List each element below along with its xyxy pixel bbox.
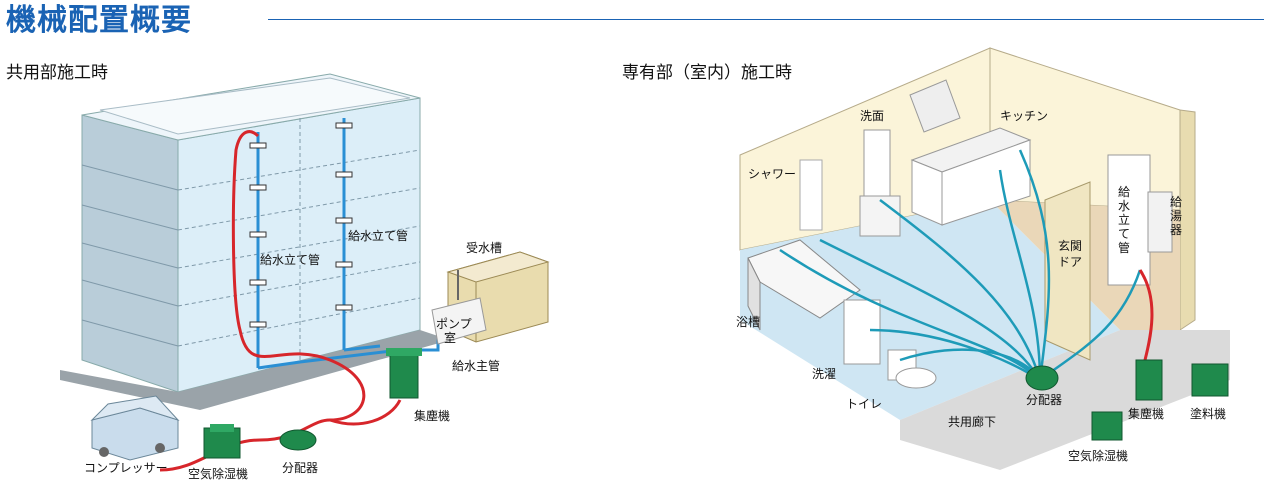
red-hose-collector: [329, 399, 402, 426]
shower-wall: [799, 159, 823, 231]
label-toilet: トイレ: [846, 397, 882, 411]
left-illustration: 給水立て管 給水立て管 受水槽 ポンプ 室 給水主管 集塵機 コンプレッサー 空…: [60, 73, 550, 481]
label-riser-right: 給水立て管: [348, 228, 408, 243]
label-riser-3: 立: [1118, 212, 1130, 227]
label-shower: シャワー: [748, 167, 796, 181]
washing-machine: [843, 299, 881, 365]
red-hose-right: [1138, 269, 1154, 361]
label-compressor: コンプレッサー: [84, 461, 168, 475]
entrance-door: [1044, 181, 1091, 361]
pump-room: [431, 297, 487, 345]
label-riser-5: 管: [1118, 240, 1130, 255]
distributor: [279, 429, 317, 451]
label-dust-collector: 集塵機: [414, 408, 450, 423]
label-main-pipe: 給水主管: [452, 358, 500, 373]
label-pump-room-2: 室: [444, 330, 456, 345]
paint-machine: [1191, 363, 1229, 397]
range-hood: [909, 79, 961, 133]
label-pump-room-1: ポンプ: [436, 317, 472, 331]
label-kitchen: キッチン: [1000, 109, 1048, 123]
bathtub: [747, 239, 861, 331]
label-corridor: 共用廊下: [948, 414, 996, 429]
label-entrance-1: 玄関: [1058, 238, 1082, 253]
label-riser-2: 水: [1118, 199, 1130, 213]
label-laundry: 洗濯: [812, 367, 836, 381]
label-dehumidifier-right: 空気除湿機: [1068, 448, 1128, 463]
label-entrance-2: ドア: [1058, 255, 1082, 269]
riser-valves: [249, 122, 353, 328]
dust-collector: [386, 348, 422, 399]
label-dust-collector-right: 集塵機: [1128, 406, 1164, 421]
label-riser-left: 給水立て管: [260, 252, 320, 267]
label-distributor-right: 分配器: [1026, 393, 1062, 407]
label-distributor: 分配器: [282, 461, 318, 475]
distributor-right: [1025, 365, 1059, 391]
right-section-heading: 専有部（室内）施工時: [622, 63, 792, 83]
dust-collector-right: [1135, 359, 1163, 401]
left-section-heading: 共用部施工時: [6, 63, 108, 83]
title-rule: [268, 19, 1264, 20]
label-washbasin: 洗面: [860, 109, 884, 123]
label-water-heater-3: 器: [1170, 223, 1182, 237]
washbasin: [859, 129, 901, 237]
dehumidifier-right: [1091, 411, 1123, 441]
label-water-heater-1: 給: [1170, 195, 1182, 209]
label-water-tank: 受水槽: [466, 241, 502, 255]
page-title: 機械配置概要: [6, 3, 192, 38]
label-bathtub: 浴槽: [736, 315, 760, 329]
water-heater: [1107, 154, 1173, 286]
compressor: [90, 395, 180, 461]
toilet: [887, 349, 937, 389]
label-riser-4: て: [1118, 227, 1130, 241]
kitchen-counter: [910, 127, 1032, 226]
red-hose: [159, 130, 366, 472]
label-paint-machine: 塗料機: [1190, 406, 1226, 421]
air-dehumidifier: [203, 424, 241, 459]
label-water-heater-2: 湯: [1170, 209, 1182, 223]
label-dehumidifier: 空気除湿機: [188, 466, 248, 481]
label-riser-1: 給: [1118, 185, 1130, 199]
right-illustration: 洗面 キッチン シャワー 給 湯 器 給 水 立 て 管 玄関 ドア 浴槽 洗濯…: [736, 47, 1230, 470]
